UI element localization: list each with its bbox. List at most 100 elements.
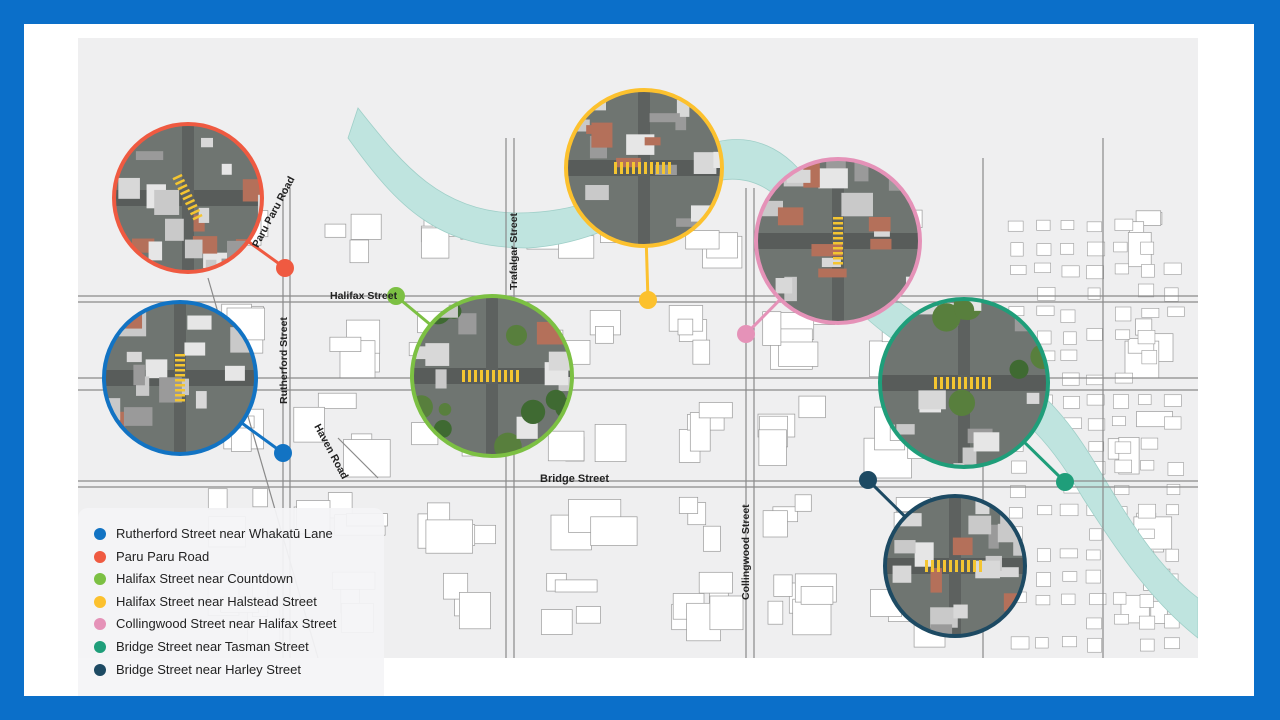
crossing-stripe (833, 247, 843, 250)
aerial-roof (242, 179, 262, 202)
aerial-roof (713, 151, 722, 168)
aerial-roof (930, 624, 953, 636)
crossing-stripe (510, 370, 513, 382)
legend-label: Halifax Street near Halstead Street (116, 594, 317, 609)
crossing-stripe (175, 379, 185, 382)
crossing-stripe (175, 384, 185, 387)
crossing-stripe (949, 560, 952, 572)
crossing-stripe (976, 377, 979, 389)
crossing-stripe (833, 232, 843, 235)
crossing-stripe (964, 377, 967, 389)
house-footprint (1037, 505, 1053, 516)
building-footprint (800, 586, 834, 605)
aerial-roof (918, 390, 946, 410)
crossing-stripe (182, 193, 193, 201)
crossing-stripe (468, 370, 471, 382)
location-marker (102, 300, 292, 462)
building-footprint (329, 336, 362, 352)
crossing-stripe (177, 183, 188, 191)
aerial-roof (655, 164, 677, 176)
building-footprint (541, 609, 573, 635)
house-footprint (1140, 460, 1155, 471)
aerial-roof (962, 447, 977, 465)
building-footprint (324, 223, 347, 238)
aerial-roof (154, 189, 180, 215)
building-footprint (767, 600, 784, 625)
building-footprint (343, 439, 391, 478)
crossing-stripe (504, 370, 507, 382)
building-footprint (252, 488, 268, 508)
crossing-stripes (833, 217, 843, 265)
house-footprint (1137, 330, 1156, 345)
aerial-photo (756, 159, 920, 323)
crossing-stripe (492, 370, 495, 382)
building-footprint (703, 525, 721, 552)
house-footprint (1085, 569, 1101, 584)
aerial-roof (988, 524, 999, 549)
aerial-roof (133, 364, 145, 386)
aerial-roof (193, 214, 205, 232)
house-footprint (1164, 416, 1182, 430)
aerial-roof (221, 163, 232, 175)
legend-item: Paru Paru Road (94, 549, 209, 564)
aerial-roof (585, 185, 609, 201)
house-footprint (1114, 614, 1129, 625)
crossing-stripe (175, 354, 185, 357)
house-footprint (1114, 218, 1134, 231)
crossing-stripe (650, 162, 653, 174)
crossing-stripe (973, 560, 976, 572)
legend-dot-icon (94, 550, 106, 563)
building-footprint (698, 571, 733, 594)
crossing-stripe (462, 370, 465, 382)
house-footprint (1086, 328, 1103, 341)
house-footprint (1167, 462, 1184, 476)
crossing-stripe (184, 198, 196, 206)
aerial-roof (967, 300, 982, 311)
aerial-roof (1013, 534, 1025, 556)
aerial-roof (818, 168, 848, 189)
location-marker (564, 88, 724, 309)
house-footprint (1063, 331, 1077, 345)
house-footprint (1035, 595, 1051, 606)
house-footprint (1139, 594, 1154, 608)
building-footprint (689, 412, 711, 452)
aerial-roof (118, 177, 140, 199)
house-footprint (1036, 219, 1051, 231)
aerial-roof (458, 313, 477, 335)
aerial-roof (1026, 392, 1040, 404)
crossing-stripes (925, 560, 982, 572)
house-footprint (1035, 637, 1049, 649)
crossing-stripes (614, 162, 671, 174)
aerial-roof (435, 369, 447, 389)
building-footprint (459, 592, 491, 630)
house-footprint (1165, 548, 1179, 562)
house-footprint (1113, 592, 1127, 605)
house-footprint (1139, 615, 1156, 630)
legend-item: Rutherford Street near Whakatū Lane (94, 526, 333, 541)
crossing-stripe (833, 252, 843, 255)
crossing-stripe (952, 377, 955, 389)
house-footprint (1086, 374, 1104, 386)
house-footprint (1114, 263, 1129, 275)
building-footprint (595, 326, 614, 344)
house-footprint (1089, 528, 1103, 541)
house-footprint (1062, 372, 1080, 386)
building-footprint (798, 395, 826, 419)
house-footprint (1060, 243, 1075, 255)
crossing-stripe (833, 262, 843, 265)
crossing-stripe (620, 162, 623, 174)
aerial-road (832, 159, 844, 323)
crossing-stripe (626, 162, 629, 174)
house-footprint (1011, 460, 1027, 474)
aerial-roof (198, 207, 210, 223)
house-footprint (1062, 636, 1077, 648)
aerial-roof (649, 113, 680, 123)
aerial-roof (841, 192, 873, 217)
aerial-roof (184, 342, 206, 356)
aerial-tree (1009, 359, 1029, 379)
aerial-roof (968, 515, 992, 535)
crossing-stripe (833, 227, 843, 230)
building-footprint (349, 239, 369, 264)
building-footprint (590, 516, 638, 546)
house-footprint (1087, 637, 1102, 653)
